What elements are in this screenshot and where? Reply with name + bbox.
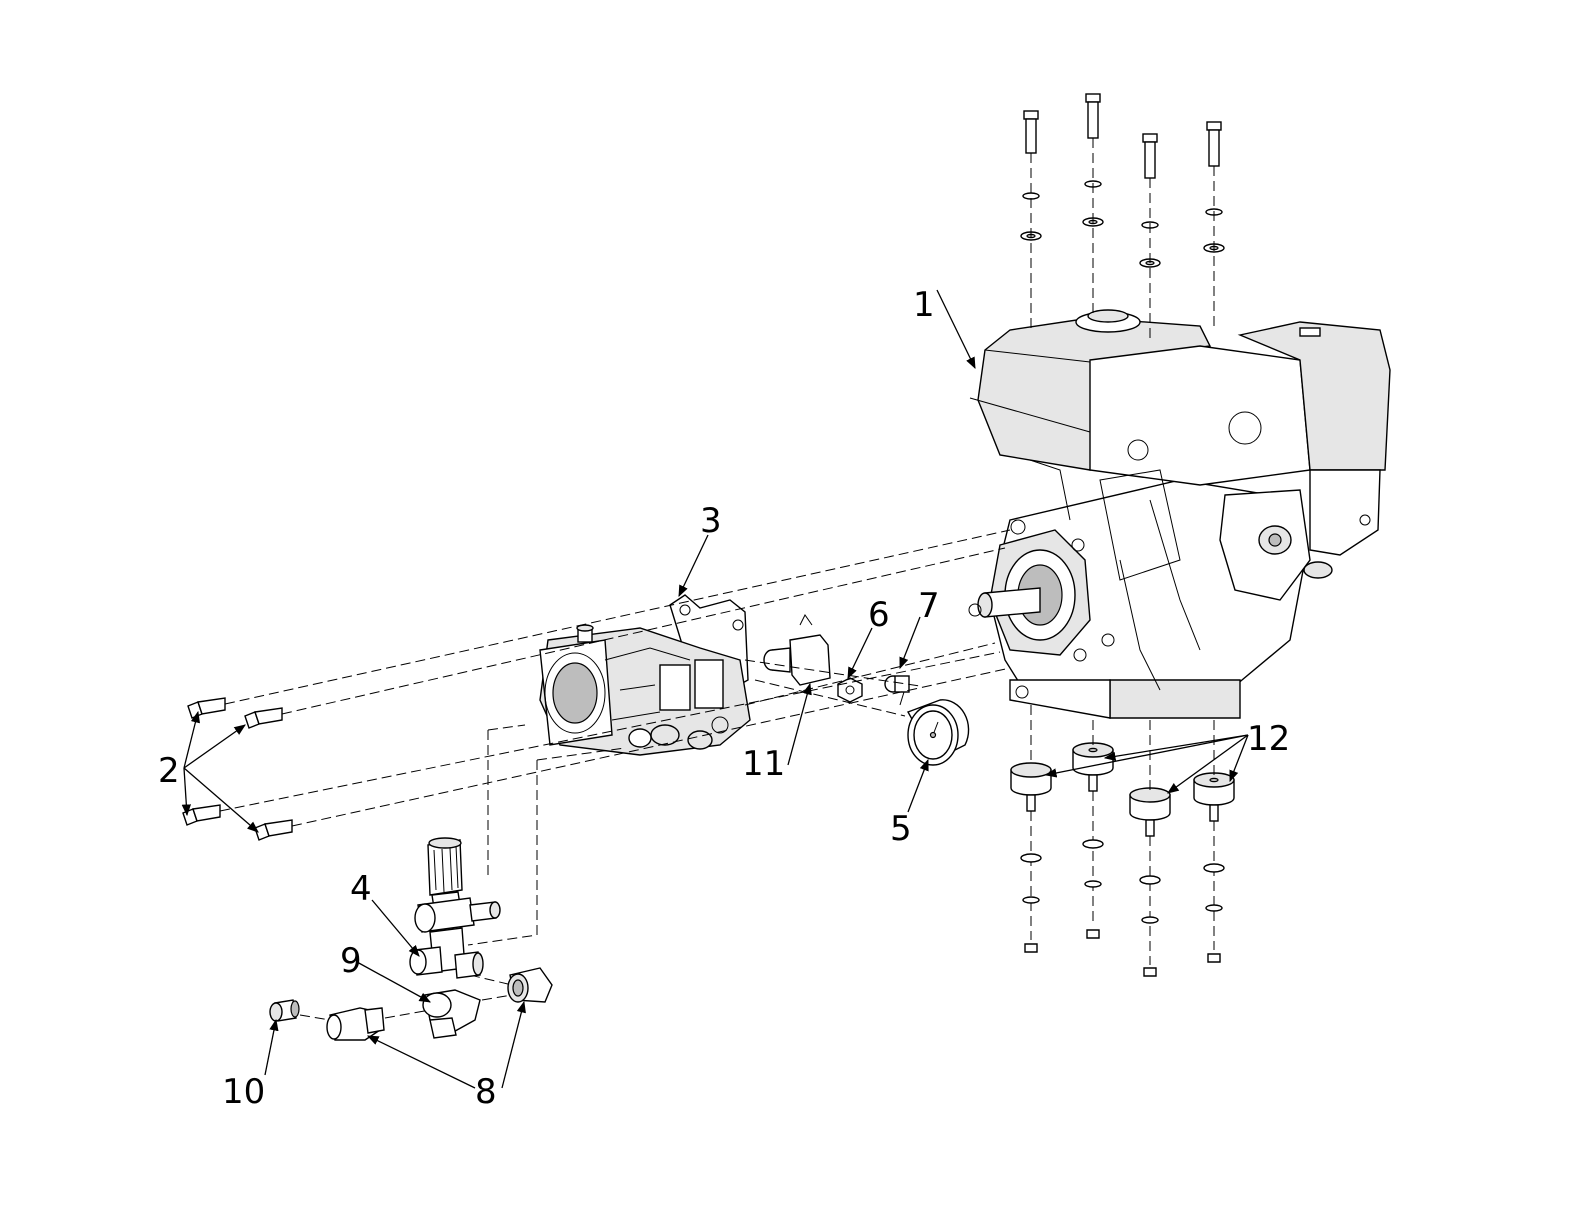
inlet-strainer <box>422 989 481 1039</box>
engine-top-bolts <box>1020 93 1225 268</box>
engine-top-bolt-axes <box>1030 138 1215 340</box>
pressure-gauge <box>906 699 970 766</box>
engine-bottom-hardware <box>1020 705 1225 977</box>
callout-8: 8 <box>475 1072 497 1112</box>
pump-assembly <box>539 594 751 756</box>
engine <box>968 309 1391 719</box>
plug-part-6 <box>837 677 863 703</box>
callout-2: 2 <box>158 751 180 791</box>
callout-9: 9 <box>340 941 362 981</box>
callout-10: 10 <box>222 1072 265 1112</box>
callout-5: 5 <box>890 809 912 849</box>
pump-bolts <box>182 697 293 841</box>
callout-1: 1 <box>913 285 935 325</box>
mount-a <box>1010 762 1052 812</box>
callout-7: 7 <box>918 586 940 626</box>
mount-c <box>1129 787 1171 837</box>
callout-labels: 1 2 3 4 5 6 7 8 9 10 11 12 <box>158 285 1290 1112</box>
fitting-part-7 <box>884 675 910 706</box>
callout-6: 6 <box>868 595 890 635</box>
mount-b <box>1072 742 1114 792</box>
callout-12: 12 <box>1247 719 1290 759</box>
thermal-relief-valve <box>763 614 831 686</box>
quick-connect-plug <box>269 999 300 1022</box>
assembly-axes <box>219 529 1011 1021</box>
callout-11: 11 <box>742 744 785 784</box>
elbow-fitting-right <box>507 967 553 1003</box>
elbow-fitting-left <box>326 1007 385 1041</box>
callout-3: 3 <box>700 501 722 541</box>
unloader-valve <box>409 837 501 979</box>
callout-4: 4 <box>350 869 372 909</box>
vibration-mounts <box>1010 742 1235 837</box>
leader-lines <box>181 289 1249 1089</box>
mount-d <box>1193 772 1235 822</box>
